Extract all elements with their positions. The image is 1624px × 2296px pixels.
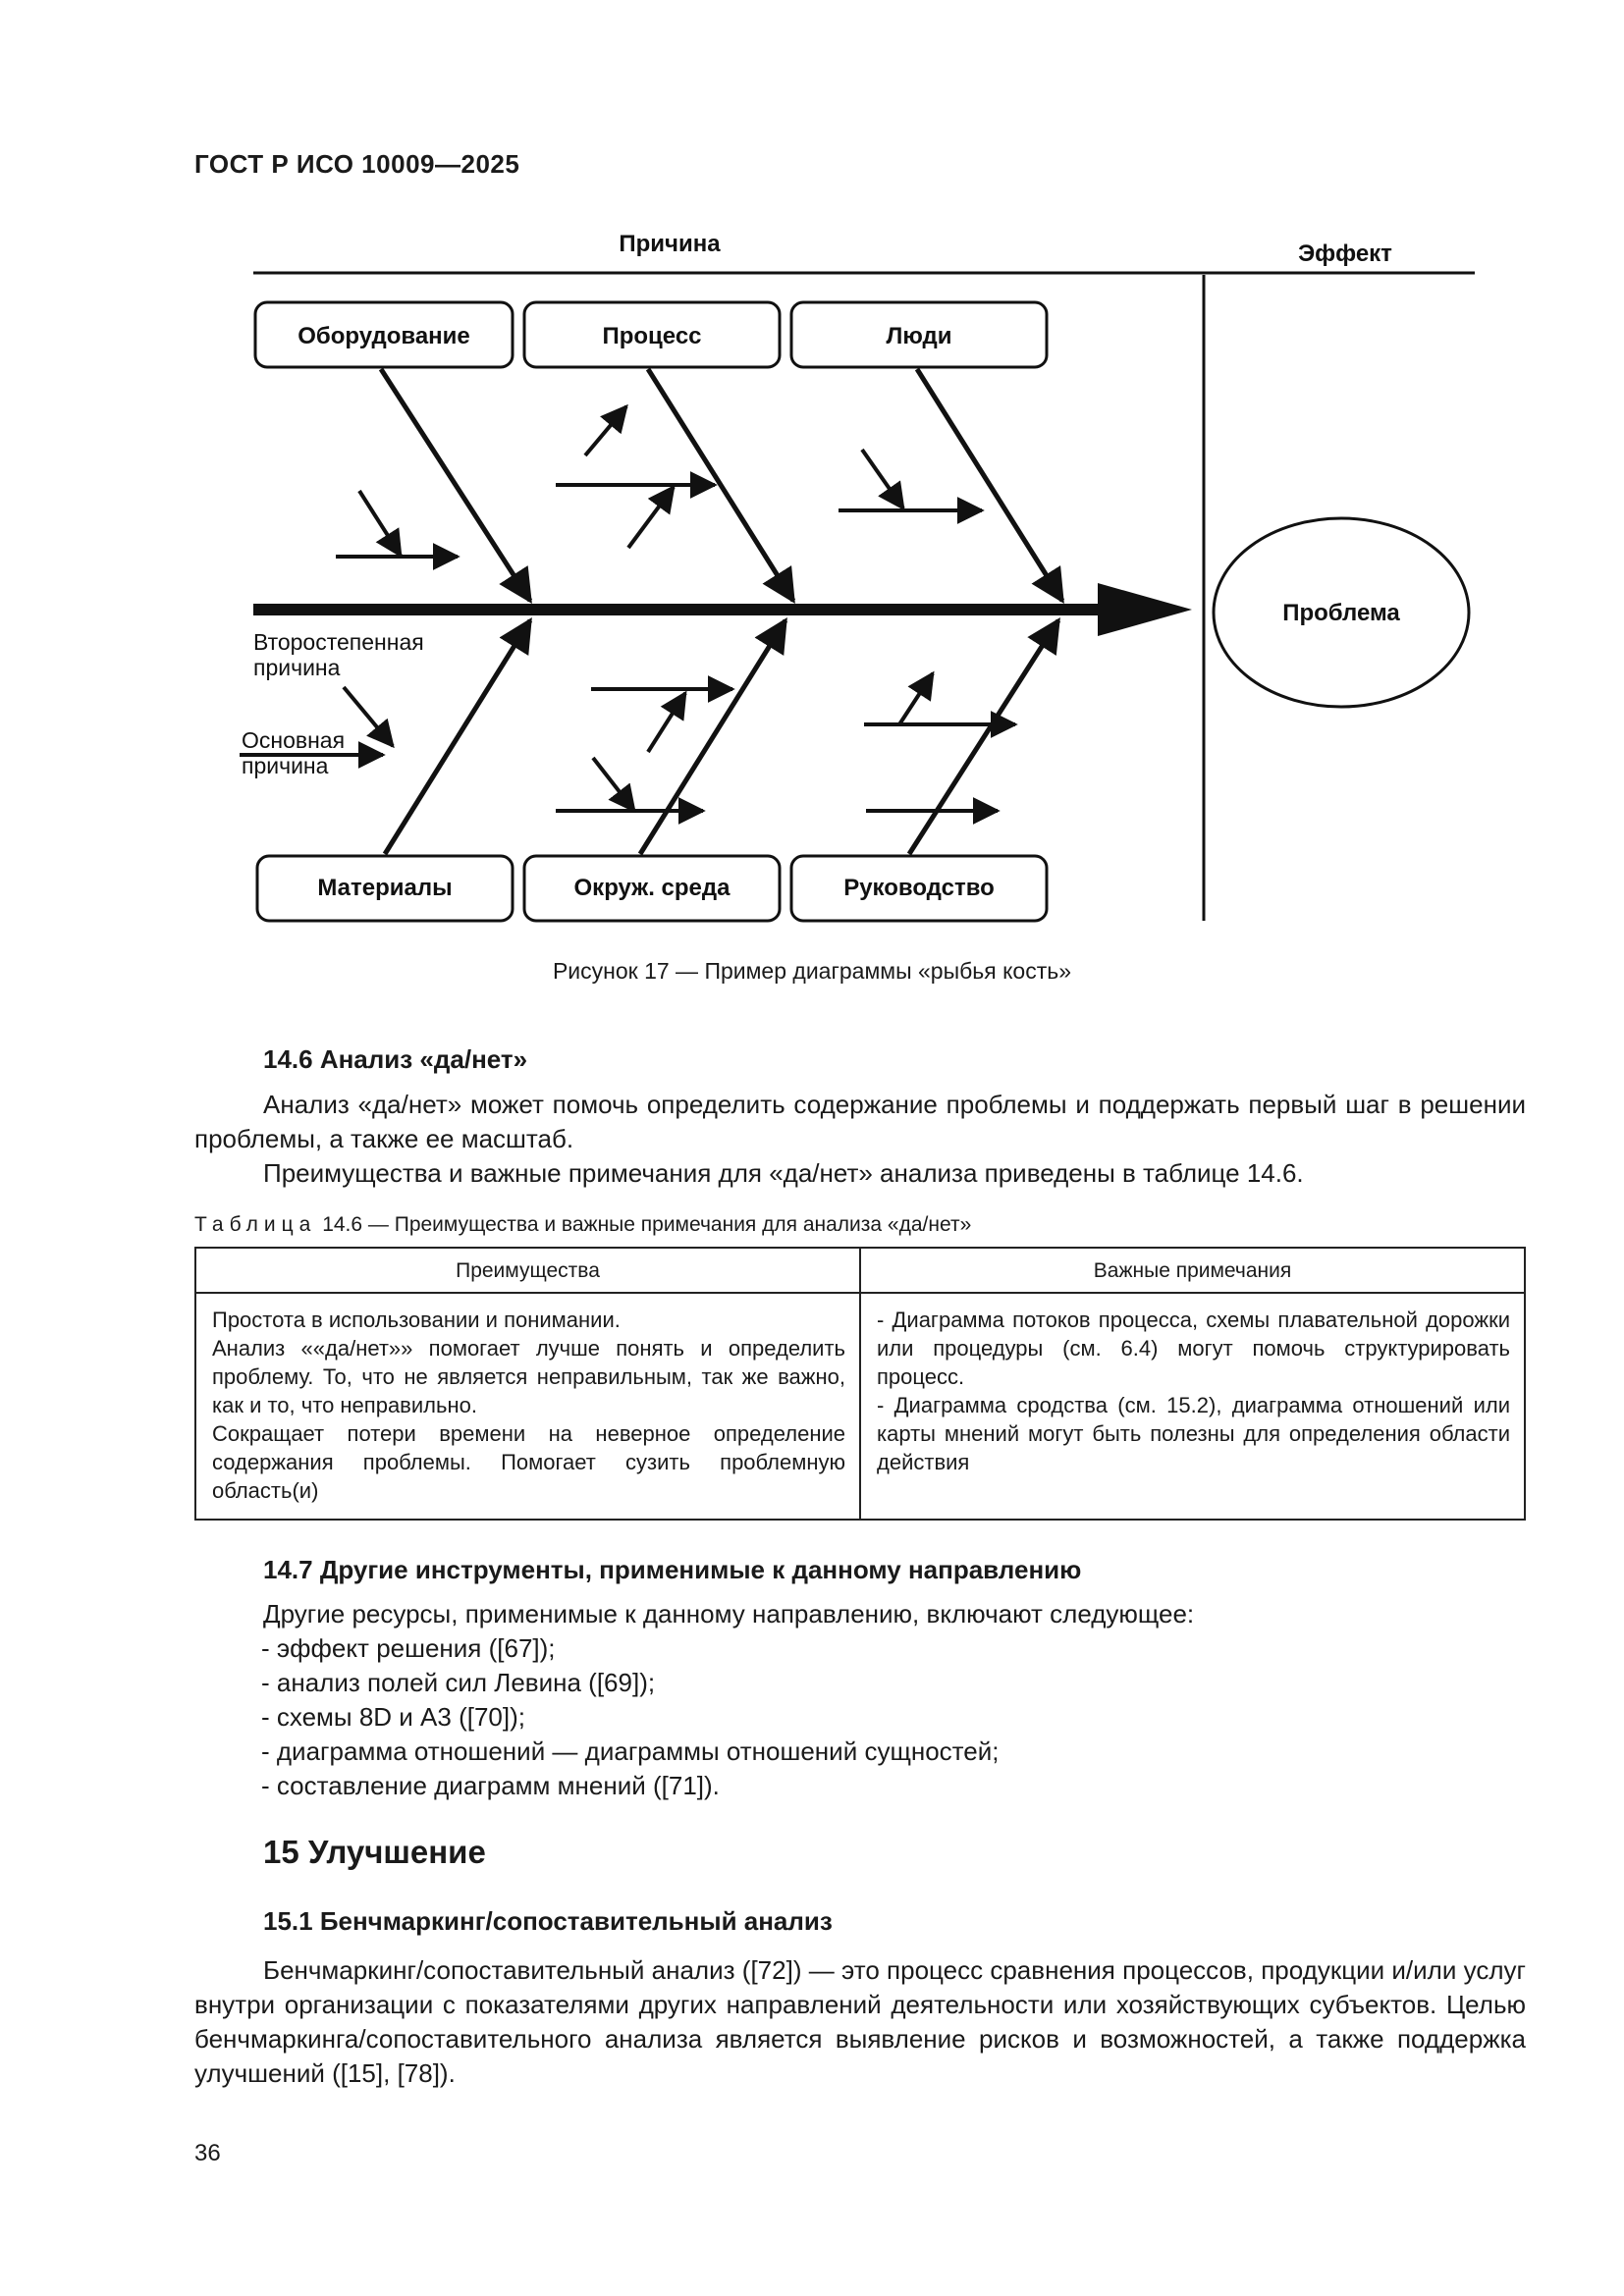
table-row: Простота в использовании и понимании. Ан…: [194, 1292, 1526, 1521]
list-item: - схемы 8D и А3 ([70]);: [261, 1702, 525, 1732]
table-header-row: Преимущества Важные примечания: [194, 1247, 1526, 1294]
section-14-7-list: Другие ресурсы, применимые к данному нап…: [261, 1597, 1195, 1803]
problem-ellipse: Проблема: [1212, 516, 1471, 709]
effect-label: Эффект: [1298, 240, 1392, 267]
category-box-environment: Окруж. среда: [522, 854, 782, 923]
section-15-1-paragraph: Бенчмаркинг/сопоставительный анализ ([72…: [194, 1955, 1526, 2088]
section-15-heading: 15 Улучшение: [263, 1834, 486, 1870]
section-14-6-heading: 14.6 Анализ «да/нет»: [263, 1044, 528, 1074]
list-item: - анализ полей сил Левина ([69]);: [261, 1668, 656, 1697]
svg-text:Люди: Люди: [886, 323, 951, 349]
secondary-cause-label-2: причина: [253, 655, 341, 680]
section-15-1-heading: 15.1 Бенчмаркинг/сопоставительный анализ: [263, 1906, 833, 1936]
table-header-advantages: Преимущества: [194, 1247, 861, 1294]
list-item: - эффект решения ([67]);: [261, 1633, 556, 1663]
list-intro: Другие ресурсы, применимые к данному нап…: [263, 1599, 1195, 1629]
list-item: - диаграмма отношений — диаграммы отноше…: [261, 1736, 1000, 1766]
page-number: 36: [194, 2140, 221, 2166]
document-header: ГОСТ Р ИСО 10009—2025: [194, 149, 520, 179]
spine-arrow: [253, 583, 1192, 636]
table-header-notes: Важные примечания: [859, 1247, 1526, 1294]
category-box-people: Люди: [789, 300, 1049, 369]
table-cell-notes: - Диаграмма потоков процесса, схемы плав…: [859, 1292, 1526, 1521]
svg-text:Процесс: Процесс: [602, 323, 701, 349]
cause-label: Причина: [619, 231, 721, 257]
main-cause-label-1: Основная: [242, 727, 345, 753]
category-box-management: Руководство: [789, 854, 1049, 923]
svg-text:Проблема: Проблема: [1282, 600, 1400, 626]
section-14-7-heading: 14.7 Другие инструменты, применимые к да…: [263, 1555, 1082, 1584]
secondary-cause-label-1: Второстепенная: [253, 629, 424, 655]
table-caption: Таблица 14.6 — Преимущества и важные при…: [194, 1213, 972, 1236]
category-box-equipment: Оборудование: [253, 300, 514, 369]
ribs-bottom: [382, 617, 1061, 856]
ribs-top: [378, 367, 1065, 604]
table-cell-advantages: Простота в использовании и понимании. Ан…: [194, 1292, 861, 1521]
main-cause-label-2: причина: [242, 753, 329, 778]
list-item: - составление диаграмм мнений ([71]).: [261, 1771, 720, 1800]
fishbone-diagram: Причина Эффект Оборудование Процесс Люди…: [240, 231, 1475, 923]
section-14-6-paragraph-1: Анализ «да/нет» может помочь определить …: [194, 1090, 1526, 1153]
cause-arrows: [240, 403, 1018, 825]
svg-text:Оборудование: Оборудование: [298, 323, 470, 349]
svg-text:Окруж. среда: Окруж. среда: [574, 875, 731, 901]
category-box-materials: Материалы: [255, 854, 514, 923]
section-14-6-paragraph-2: Преимущества и важные примечания для «да…: [263, 1158, 1304, 1188]
svg-text:Материалы: Материалы: [317, 875, 452, 901]
figure-caption: Рисунок 17 — Пример диаграммы «рыбья кос…: [552, 958, 1072, 984]
category-box-process: Процесс: [522, 300, 782, 369]
advantages-table: Преимущества Важные примечания Простота …: [194, 1247, 1526, 1521]
svg-text:Руководство: Руководство: [843, 875, 995, 901]
